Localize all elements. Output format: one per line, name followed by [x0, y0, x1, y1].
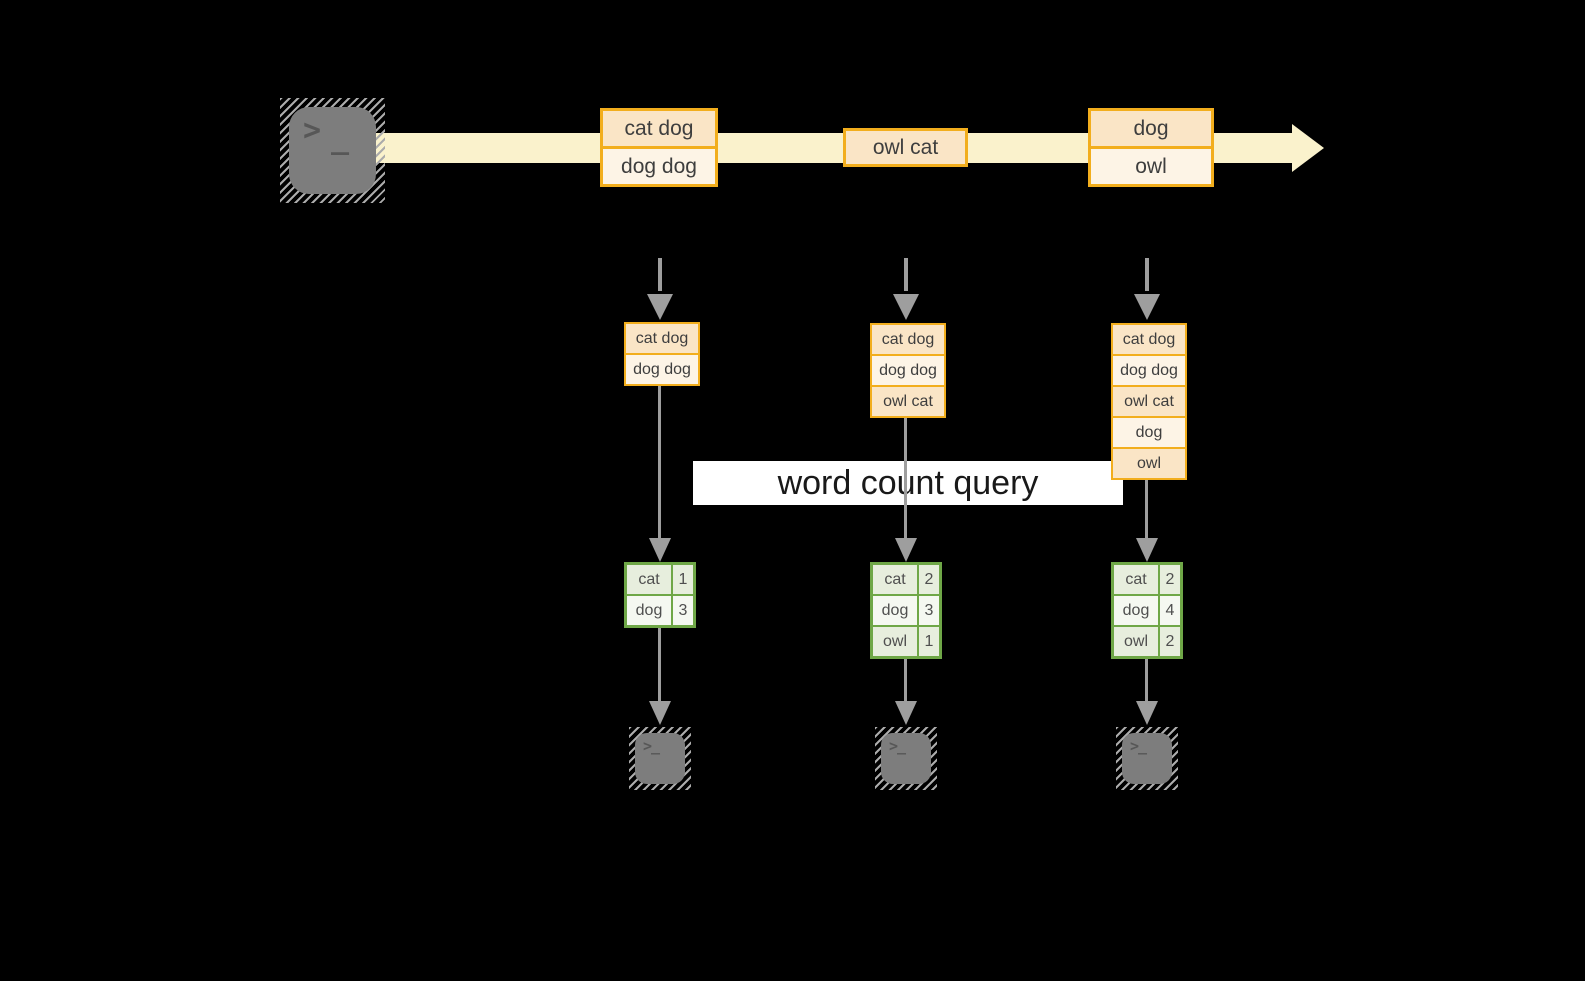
arrow-line	[1145, 480, 1148, 538]
dashed-arrowhead-icon	[893, 294, 919, 320]
arrow-line	[658, 628, 661, 701]
state-line: dog dog	[1113, 354, 1185, 385]
count-value: 2	[919, 565, 939, 594]
batch-line: dog	[1091, 111, 1211, 146]
query-label: word count query	[693, 461, 1123, 505]
arrow-line	[658, 386, 661, 538]
count-table-2: cat 2 dog 3 owl 1	[870, 562, 942, 659]
state-line: dog	[1113, 416, 1185, 447]
state-line: cat dog	[626, 324, 698, 353]
terminal-sink-body: >_	[635, 733, 685, 784]
arrowhead-icon	[649, 538, 671, 562]
count-word: dog	[1114, 596, 1158, 625]
state-line: owl cat	[872, 385, 944, 416]
dashed-arrowhead-icon	[1134, 294, 1160, 320]
prompt-icon: >_	[1130, 737, 1147, 755]
terminal-sink-body: >_	[1122, 733, 1172, 784]
count-value: 3	[673, 596, 693, 625]
dashed-arrow-icon	[904, 258, 908, 291]
state-line: cat dog	[872, 325, 944, 354]
batch-line: cat dog	[603, 111, 715, 146]
batch-line: dog dog	[603, 146, 715, 184]
state-box-1: cat dog dog dog	[624, 322, 700, 386]
terminal-source-body: > _	[289, 107, 376, 194]
count-word: cat	[873, 565, 917, 594]
state-line: cat dog	[1113, 325, 1185, 354]
stream-batch-1: cat dog dog dog	[600, 108, 718, 187]
state-line: owl cat	[1113, 385, 1185, 416]
state-line: owl	[1113, 447, 1185, 478]
count-value: 2	[1160, 565, 1180, 594]
count-value: 4	[1160, 596, 1180, 625]
count-word: cat	[1114, 565, 1158, 594]
count-value: 1	[673, 565, 693, 594]
state-line: dog dog	[626, 353, 698, 384]
dashed-arrow-icon	[658, 258, 662, 291]
arrowhead-icon	[649, 701, 671, 725]
count-word: cat	[627, 565, 671, 594]
arrowhead-icon	[895, 538, 917, 562]
count-word: owl	[873, 627, 917, 656]
count-word: dog	[873, 596, 917, 625]
state-line: dog dog	[872, 354, 944, 385]
count-table-1: cat 1 dog 3	[624, 562, 696, 628]
terminal-sink-body: >_	[881, 733, 931, 784]
state-box-3: cat dog dog dog owl cat dog owl	[1111, 323, 1187, 480]
count-table-3: cat 2 dog 4 owl 2	[1111, 562, 1183, 659]
arrow-line	[904, 418, 907, 538]
prompt-chevron-icon: >	[303, 113, 322, 148]
prompt-icon: >_	[643, 737, 660, 755]
arrow-line	[904, 659, 907, 701]
prompt-icon: >_	[889, 737, 906, 755]
batch-line: owl	[1091, 146, 1211, 184]
batch-line: owl cat	[846, 131, 965, 164]
stream-batch-3: dog owl	[1088, 108, 1214, 187]
terminal-sink-icon: >_	[629, 727, 691, 790]
count-value: 2	[1160, 627, 1180, 656]
count-word: owl	[1114, 627, 1158, 656]
stream-arrowhead-icon	[1292, 124, 1324, 172]
arrowhead-icon	[1136, 538, 1158, 562]
dashed-arrowhead-icon	[647, 294, 673, 320]
arrowhead-icon	[1136, 701, 1158, 725]
terminal-sink-icon: >_	[875, 727, 937, 790]
prompt-cursor-icon: _	[331, 121, 350, 156]
count-value: 1	[919, 627, 939, 656]
stream-batch-2: owl cat	[843, 128, 968, 167]
dashed-arrow-icon	[1145, 258, 1149, 291]
terminal-sink-icon: >_	[1116, 727, 1178, 790]
arrow-line	[1145, 659, 1148, 701]
count-value: 3	[919, 596, 939, 625]
arrowhead-icon	[895, 701, 917, 725]
state-box-2: cat dog dog dog owl cat	[870, 323, 946, 418]
terminal-source-icon: > _	[280, 98, 385, 203]
count-word: dog	[627, 596, 671, 625]
